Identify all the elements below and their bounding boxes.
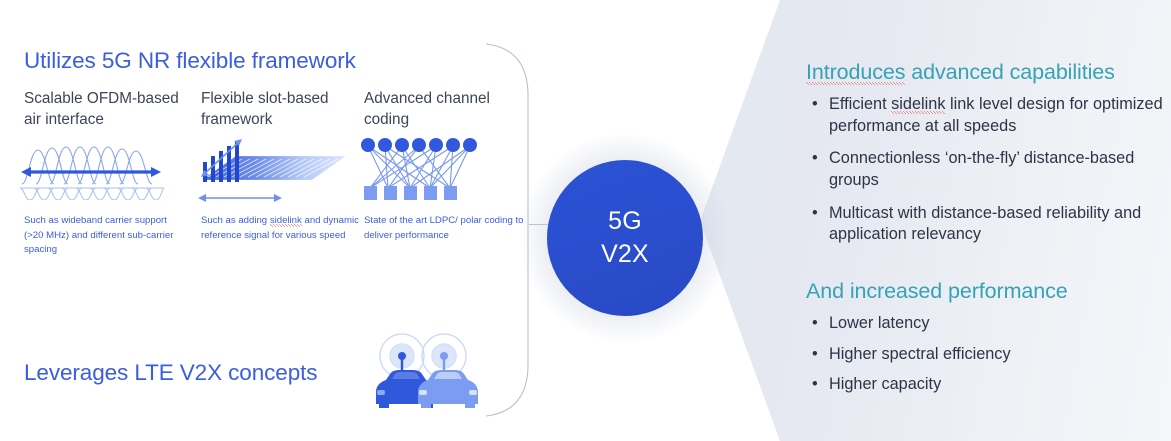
circle-line-1: 5G (608, 206, 642, 235)
bullet-glyph: • (812, 375, 818, 394)
misspelled-word-sidelink: sidelink (269, 215, 302, 227)
list-item: • Connectionless ‘on-the-fly’ distance-ba… (808, 148, 1163, 191)
misspelled-word-sidelink: sidelink (891, 95, 946, 114)
bullet-text-post: link level design for optimized performa… (829, 95, 1163, 135)
misspelled-word-introduces: Introduces (806, 60, 906, 85)
column-title-ofdm: Scalable OFDM-based air interface (24, 90, 179, 129)
slot-framework-icon (198, 139, 346, 202)
center-circle-5g-v2x: 5G V2X (547, 160, 703, 316)
bullet-text-pre: Efficient (829, 95, 892, 113)
heading-leverages-lte-v2x: Leverages LTE V2X concepts (24, 360, 318, 385)
bullet-text: Lower latency (829, 314, 930, 332)
heading-utilizes-framework: Utilizes 5G NR flexible framework (24, 48, 356, 73)
ofdm-subcarriers-icon (19, 146, 164, 200)
bullet-glyph: • (812, 203, 818, 222)
list-item: • Higher spectral efficiency (808, 344, 1163, 366)
right-heading-1-rest: advanced capabilities (905, 60, 1115, 84)
bullet-glyph: • (812, 149, 818, 168)
bullet-glyph: • (812, 344, 818, 363)
caption-text-post: and dynamic reference signal for various… (201, 215, 359, 241)
bullet-text: Higher spectral efficiency (829, 344, 1011, 363)
caption-text-pre: Such as adding (201, 215, 270, 226)
bullet-glyph: • (812, 95, 818, 113)
column-caption-slot-framework: Such as adding sidelink and dynamic refe… (201, 214, 361, 243)
car-front-light (418, 370, 478, 408)
bullet-text: Higher capacity (829, 375, 942, 394)
column-caption-channel-coding: State of the art LDPC/ polar coding to d… (364, 215, 524, 241)
two-cars-v2x-icon (376, 333, 478, 408)
circle-line-2: V2X (601, 240, 649, 268)
list-item: • Efficient sidelink link level design fo… (808, 94, 1163, 137)
column-title-channel-coding: Advanced channel coding (364, 90, 490, 129)
ldpc-tanner-graph-icon (361, 138, 477, 200)
column-caption-ofdm: Such as wideband carrier support (>20 MH… (24, 215, 174, 256)
bullet-text: Connectionless ‘on-the-fly’ distance-bas… (829, 149, 1135, 190)
right-heading-introduces-capabilities: Introduces advanced capabilities (806, 60, 1115, 85)
right-panel-background (700, 0, 1171, 441)
bullet-glyph: • (812, 314, 818, 332)
right-heading-increased-performance: And increased performance (806, 279, 1068, 303)
right-bullet-list-performance: • Lower latency • Higher spectral efficien… (808, 313, 1163, 405)
list-item: • Lower latency (808, 313, 1163, 335)
bullet-text: Multicast with distance-based reliabilit… (829, 203, 1142, 244)
list-item: • Higher capacity (808, 374, 1163, 396)
right-bullet-list-capabilities: • Efficient sidelink link level design fo… (808, 94, 1163, 257)
column-title-slot-framework: Flexible slot-based framework (201, 90, 329, 129)
list-item: • Multicast with distance-based reliabili… (808, 203, 1163, 246)
